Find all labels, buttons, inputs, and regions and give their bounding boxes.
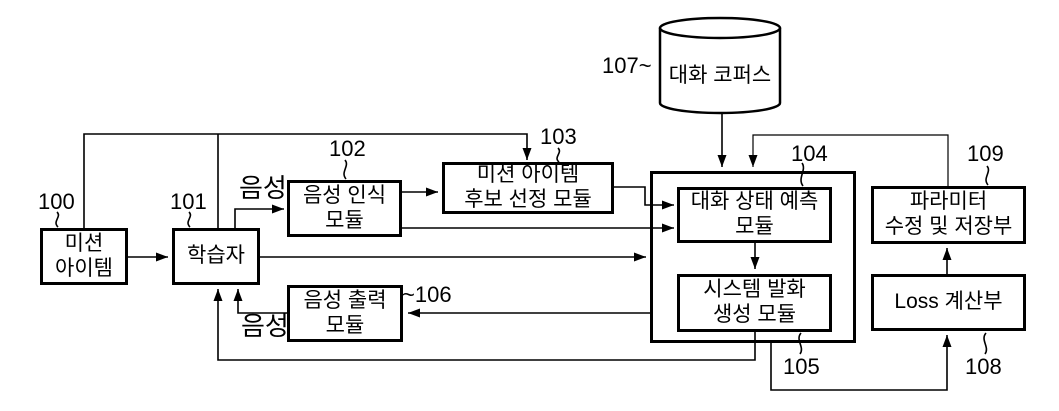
ref-squiggle-101 — [187, 211, 192, 228]
ref-squiggle-104 — [800, 162, 805, 187]
ref-label-104: 104 — [791, 141, 828, 166]
ref-label-106: ~106 — [402, 282, 452, 307]
node-learner: 학습자 — [172, 228, 260, 285]
ref-squiggle-100 — [55, 211, 60, 228]
edge-candidate-to-dialog-state — [614, 186, 674, 210]
ref-label-100: 100 — [38, 189, 75, 214]
ref-squiggle-108 — [983, 332, 988, 355]
ref-squiggle-102 — [343, 159, 348, 180]
edge-mission-item-to-candidate-rail — [83, 133, 532, 229]
node-speech-recognition: 음성 인식 모듈 — [287, 180, 402, 237]
ref-label-103: 103 — [540, 124, 577, 149]
edge-parameter-to-dialog-module — [748, 134, 949, 186]
node-dialog-corpus-label: 대화 코퍼스 — [668, 64, 772, 87]
ref-squiggle-109 — [985, 165, 990, 186]
node-system-utterance-generation: 시스템 발화 생성 모듈 — [677, 274, 832, 332]
node-speech-output: 음성 출력 모듈 — [287, 285, 403, 342]
edge-learner-to-speech-recognition — [234, 204, 284, 229]
ref-label-109: 109 — [967, 141, 1004, 166]
voice-label-to-learner: 음성 — [241, 311, 289, 341]
database-cylinder-top — [658, 16, 782, 40]
ref-squiggle-103 — [556, 147, 561, 163]
edge-dialog-module-to-loss — [770, 335, 952, 391]
ref-label-101: 101 — [170, 189, 207, 214]
node-mission-item-candidate: 미션 아이템 후보 선정 모듈 — [442, 162, 614, 214]
ref-label-107: 107~ — [602, 53, 652, 78]
edge-speech-output-to-learner — [233, 289, 287, 314]
dialog-module-group-box — [650, 171, 856, 343]
edge-utterance-to-learner — [213, 289, 756, 361]
ref-label-108: 108 — [965, 354, 1002, 379]
ref-label-105: 105 — [783, 354, 820, 379]
ref-label-102: 102 — [329, 136, 366, 161]
node-mission-item: 미션 아이템 — [40, 228, 128, 285]
node-dialog-state-prediction: 대화 상태 예측 모듈 — [677, 187, 832, 243]
node-parameter-update-storage: 파라미터 수정 및 저장부 — [871, 186, 1026, 244]
ref-squiggle-105 — [798, 332, 803, 355]
voice-label-to-recognition: 음성 — [239, 173, 287, 203]
node-loss-calculator: Loss 계산부 — [871, 274, 1026, 331]
database-cylinder-body — [658, 28, 782, 115]
